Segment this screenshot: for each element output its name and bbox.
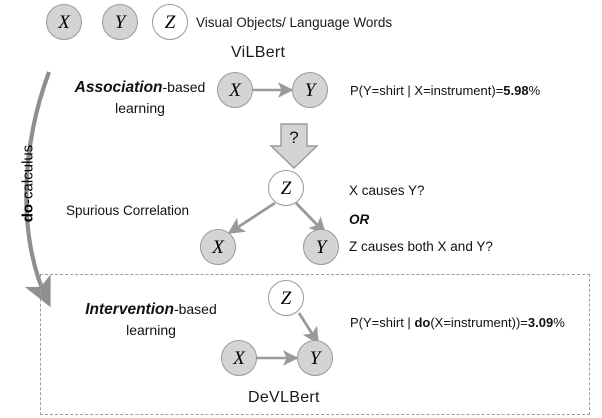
legend-node-y: Y <box>102 4 138 40</box>
question-line-or: OR <box>349 212 370 227</box>
association-formula-prefix: P(Y=shirt | X=instrument)= <box>350 83 504 98</box>
intervention-label: Intervention-based learning <box>56 300 246 340</box>
association-label-rest: -based <box>162 79 206 95</box>
devlbert-title: DeVLBert <box>248 389 320 406</box>
intervention-label-bold: Intervention <box>85 301 174 318</box>
intervention-formula-do: do <box>414 315 431 330</box>
do-calculus-arrow <box>24 71 51 308</box>
intervention-formula-mid: (X=instrument))= <box>430 315 528 330</box>
intervention-formula-value: 3.09 <box>527 315 554 330</box>
question-block-arrow <box>269 123 319 169</box>
intervention-label-line1: Intervention-based <box>56 300 246 321</box>
vilbert-title: ViLBert <box>231 44 286 61</box>
intervention-label-line2: learning <box>126 321 176 338</box>
do-calculus-rest: -calculus <box>19 144 37 204</box>
legend-caption: Visual Objects/ Language Words <box>196 15 393 30</box>
do-calculus-label: do-calculus <box>20 124 37 244</box>
spurious-node-z: Z <box>268 170 304 206</box>
legend-node-z: Z <box>152 4 188 40</box>
assoc-node-x: X <box>217 72 253 108</box>
question-line-1: X causes Y? <box>349 183 425 198</box>
spurious-node-y: Y <box>303 229 339 265</box>
edge-spurious-z-to-x <box>227 201 276 235</box>
intervention-label-rest: -based <box>173 301 217 317</box>
edge-intervention-z-to-y <box>297 312 320 345</box>
association-formula-suffix: % <box>528 83 541 98</box>
intervention-node-y: Y <box>297 340 333 376</box>
assoc-node-y: Y <box>292 72 328 108</box>
intervention-node-x: X <box>221 340 257 376</box>
intervention-formula-suffix: % <box>553 315 565 330</box>
legend-node-x: X <box>46 4 82 40</box>
spurious-node-x: X <box>200 229 236 265</box>
association-label-line1: Association-based <box>56 78 224 99</box>
intervention-panel <box>40 274 590 415</box>
association-formula: P(Y=shirt | X=instrument)=5.98% <box>350 83 540 98</box>
intervention-formula: P(Y=shirt | do(X=instrument))=3.09% <box>350 315 565 330</box>
association-label-line2: learning <box>115 99 165 116</box>
association-formula-value: 5.98 <box>503 83 529 98</box>
edge-spurious-z-to-y <box>294 202 327 235</box>
spurious-correlation-label: Spurious Correlation <box>66 203 190 218</box>
association-label: Association-based learning <box>56 78 224 118</box>
association-label-bold: Association <box>74 79 163 96</box>
do-calculus-bold: do <box>19 203 37 223</box>
question-line-2: Z causes both X and Y? <box>349 239 493 254</box>
intervention-formula-prefix: P(Y=shirt | <box>350 315 415 330</box>
intervention-node-z: Z <box>268 280 304 316</box>
question-mark-glyph: ? <box>289 128 299 147</box>
